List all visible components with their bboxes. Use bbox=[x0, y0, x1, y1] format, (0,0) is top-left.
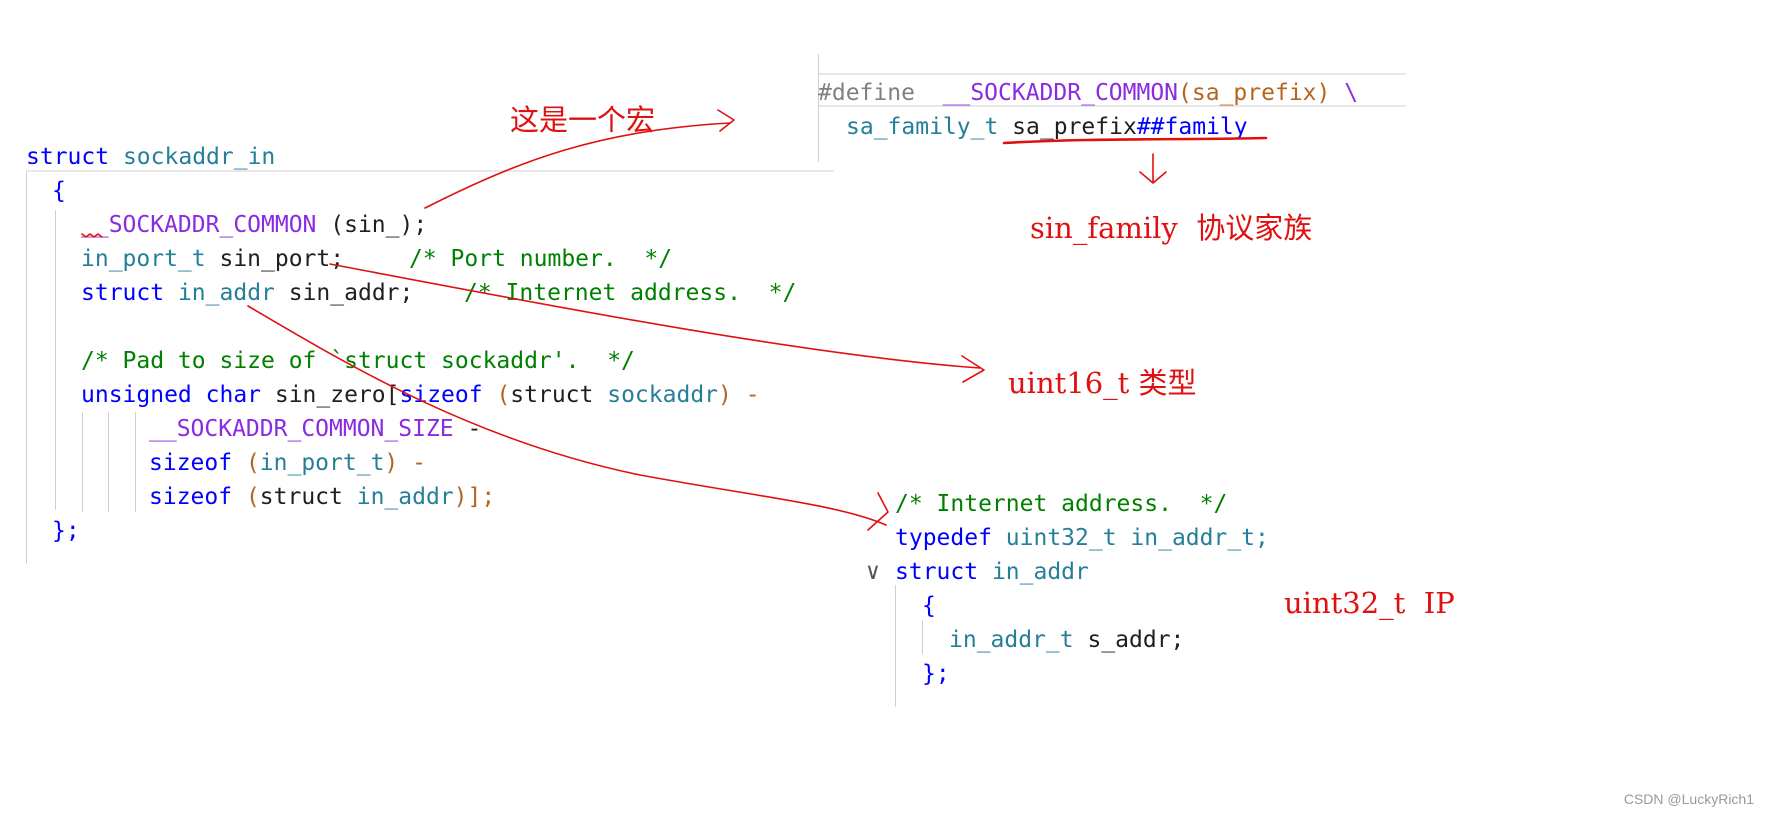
field-sin-zero: sin_zero[ bbox=[261, 382, 400, 408]
left-indent-guide-3 bbox=[108, 412, 109, 512]
type-in-addr-t: in_addr_t bbox=[949, 627, 1074, 653]
keyword-unsigned-char: unsigned char bbox=[81, 382, 262, 408]
field-sin-port: sin_port; bbox=[205, 246, 345, 272]
fold-chevron-icon[interactable]: ∨ bbox=[866, 559, 880, 585]
code-line-s-addr: in_addr_t s_addr; bbox=[949, 623, 1184, 657]
type-in-port-t: in_port_t bbox=[259, 450, 385, 476]
paren-open: ( bbox=[232, 450, 260, 476]
left-panel-left-border bbox=[26, 172, 27, 564]
left-panel-top-border bbox=[26, 170, 834, 172]
code-line-close-brace: }; bbox=[922, 657, 950, 691]
arrow-port-head bbox=[961, 355, 985, 383]
field-sin-addr: sin_addr; bbox=[274, 280, 414, 306]
macro-sockaddr-common: __SOCKADDR_COMMON bbox=[81, 212, 317, 238]
arrow-macro-curve bbox=[424, 122, 731, 209]
arrow-addr-head bbox=[867, 492, 889, 531]
top-right-panel-left-border bbox=[818, 54, 819, 162]
left-indent-guide-1 bbox=[55, 210, 56, 510]
paren-close-bracket: )]; bbox=[453, 484, 496, 510]
preprocessor-define: #define bbox=[818, 80, 915, 106]
annotation-family-note: sin_family 协议家族 bbox=[1030, 211, 1313, 245]
comment-internet-address-typedef: /* Internet address. */ bbox=[895, 491, 1228, 517]
code-line-struct-in-addr: struct in_addr bbox=[895, 555, 1089, 589]
code-line-sizeof-port: sizeof (in_port_t) - bbox=[149, 446, 426, 480]
keyword-sizeof: sizeof bbox=[399, 382, 483, 408]
top-right-panel-mid-border bbox=[818, 105, 1406, 107]
type-sockaddr-in: sockaddr_in bbox=[122, 144, 276, 170]
paren-close-minus: ) - bbox=[384, 450, 426, 476]
keyword-sizeof: sizeof bbox=[149, 450, 233, 476]
keyword-struct: struct bbox=[26, 144, 110, 170]
code-line-sockaddr-common: __SOCKADDR_COMMON (sin_); bbox=[81, 208, 427, 242]
code-line-define: #define __SOCKADDR_COMMON(sa_prefix) \ bbox=[818, 76, 1358, 110]
keyword-typedef: typedef bbox=[895, 525, 992, 551]
type-sa-family-t: sa_family_t bbox=[846, 114, 999, 140]
type-sockaddr: sockaddr bbox=[593, 382, 719, 408]
left-indent-guide-2 bbox=[82, 412, 83, 512]
code-line-sizeof-addr: sizeof (struct in_addr)]; bbox=[149, 480, 495, 514]
code-line-sin-port: in_port_t sin_port; bbox=[81, 242, 344, 276]
watermark: CSDN @LuckyRich1 bbox=[1623, 791, 1754, 807]
arrow-macro-head bbox=[717, 109, 735, 132]
code-line-open-brace: { bbox=[52, 174, 66, 208]
code-line-sin-zero: unsigned char sin_zero[sizeof (struct so… bbox=[81, 378, 760, 412]
close-brace: }; bbox=[922, 661, 950, 687]
keyword-sizeof: sizeof bbox=[149, 484, 233, 510]
keyword-struct: struct bbox=[81, 280, 165, 306]
code-line-sa-family: sa_family_t sa_prefix##family bbox=[846, 110, 1248, 144]
paren-open: ( bbox=[232, 484, 260, 510]
field-s-addr: s_addr; bbox=[1073, 627, 1185, 653]
bottom-right-indent-guide bbox=[922, 620, 923, 654]
annotation-macro-note: 这是一个宏 bbox=[510, 103, 656, 137]
bottom-right-panel-left-border bbox=[895, 585, 896, 707]
comment-port-number: /* Port number. */ bbox=[409, 246, 673, 272]
code-line-open-brace: { bbox=[922, 589, 936, 623]
type-in-addr: in_addr bbox=[342, 484, 454, 510]
macro-params: (sa_prefix) bbox=[1178, 80, 1331, 106]
arrow-port-curve bbox=[329, 263, 981, 369]
type-uint32-t: uint32_t bbox=[991, 525, 1117, 551]
top-right-panel-top-border bbox=[818, 73, 1406, 75]
paren-close-minus: ) - bbox=[718, 382, 760, 408]
macro-call-args: (sin_); bbox=[316, 212, 428, 238]
comment-pad-to-size: /* Pad to size of `struct sockaddr'. */ bbox=[81, 348, 635, 374]
open-brace: { bbox=[52, 178, 66, 204]
code-line-close-brace: }; bbox=[52, 514, 80, 548]
macro-sockaddr-common: __SOCKADDR_COMMON bbox=[914, 80, 1179, 106]
underline-family bbox=[1002, 136, 1268, 145]
arrow-family-head bbox=[1139, 171, 1167, 184]
annotation-uint16-note: uint16_t 类型 bbox=[1008, 366, 1197, 400]
field-sa-prefix: sa_prefix bbox=[998, 114, 1137, 140]
code-line-struct-sockaddr-in: struct sockaddr_in bbox=[26, 140, 275, 174]
token-concat-family: ##family bbox=[1136, 114, 1248, 140]
squiggle-macro-prefix bbox=[81, 233, 103, 238]
macro-sockaddr-common-size: __SOCKADDR_COMMON_SIZE bbox=[149, 416, 454, 442]
keyword-struct-plain: struct bbox=[259, 484, 343, 510]
type-in-addr: in_addr bbox=[978, 559, 1089, 585]
code-line-typedef: typedef uint32_t in_addr_t; bbox=[895, 521, 1269, 555]
close-brace: }; bbox=[52, 518, 80, 544]
keyword-struct-plain: struct bbox=[510, 382, 594, 408]
type-in-addr-t: in_addr_t; bbox=[1116, 525, 1269, 551]
code-line-common-size: __SOCKADDR_COMMON_SIZE - bbox=[149, 412, 481, 446]
type-in-addr: in_addr bbox=[177, 280, 275, 306]
line-continuation: \ bbox=[1330, 80, 1359, 106]
open-brace: { bbox=[922, 593, 936, 619]
keyword-struct: struct bbox=[895, 559, 979, 585]
paren-open: ( bbox=[482, 382, 511, 408]
left-indent-guide-4 bbox=[135, 412, 136, 512]
annotation-ip-note: uint32_t IP bbox=[1284, 586, 1455, 620]
arrow-addr-curve bbox=[247, 305, 887, 526]
code-line-sin-addr: struct in_addr sin_addr; bbox=[81, 276, 413, 310]
type-in-port-t: in_port_t bbox=[81, 246, 206, 272]
